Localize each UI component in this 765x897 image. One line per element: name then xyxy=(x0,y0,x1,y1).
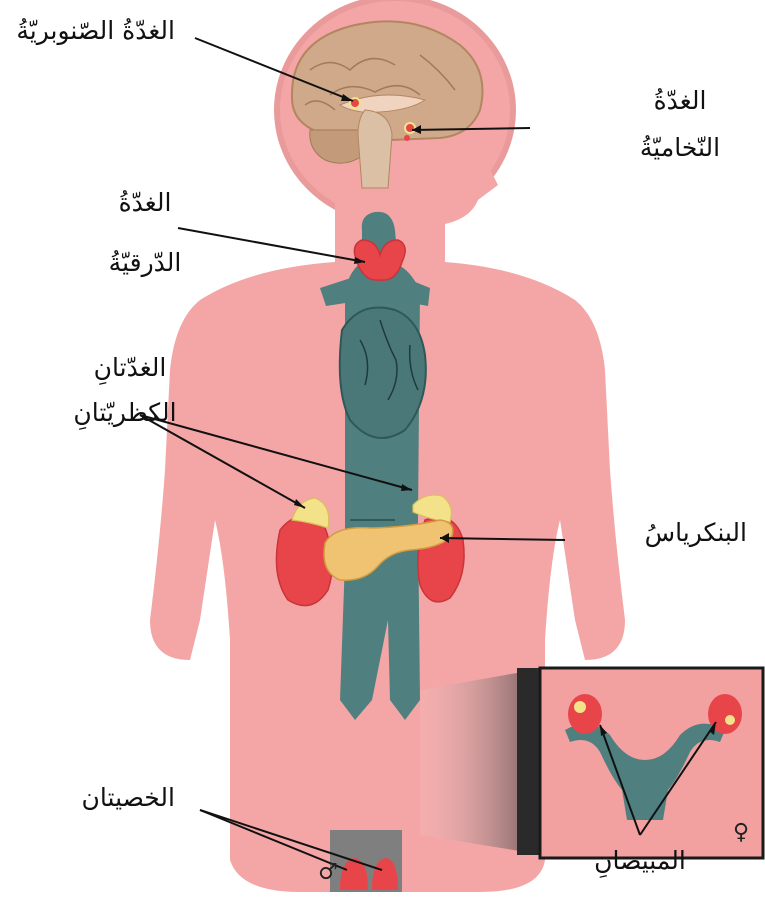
label-pituitary-line2: النّخاميّةُ xyxy=(600,135,760,160)
label-adrenal-line2: الكظريّتانِ xyxy=(25,400,225,425)
female-symbol: ♀ xyxy=(733,822,749,844)
testes xyxy=(330,830,402,892)
ovaries-inset xyxy=(420,668,763,858)
label-pancreas: البنكرياسُ xyxy=(645,520,747,545)
label-pituitary-line1: الغدّةُ xyxy=(630,88,730,113)
label-adrenal-line1: الغدّتانِ xyxy=(55,355,205,380)
label-thyroid-line2: الدّرقيّةُ xyxy=(70,250,220,275)
male-symbol: ♂ xyxy=(318,862,338,884)
label-thyroid-line1: الغدّةُ xyxy=(90,190,200,215)
label-pineal-gland: الغدّةُ الصّنوبريّةُ xyxy=(16,18,175,43)
label-testes: الخصيتان xyxy=(82,785,175,810)
label-ovaries: المبيضانِ xyxy=(560,848,720,873)
